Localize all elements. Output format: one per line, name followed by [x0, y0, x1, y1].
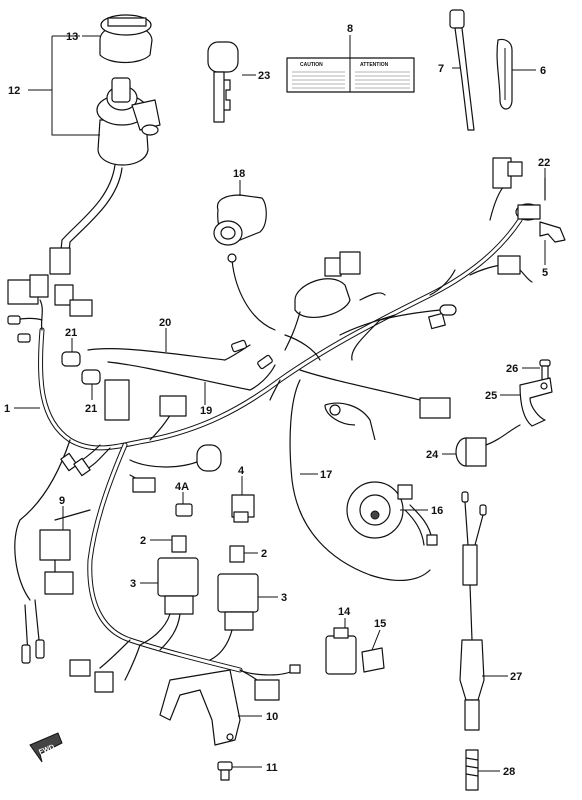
callout-18: 18 — [233, 168, 245, 180]
caution-label-text: CAUTION — [300, 62, 323, 68]
callout-8: 8 — [347, 23, 353, 35]
callout-12: 12 — [8, 85, 20, 97]
callout-10: 10 — [266, 711, 278, 723]
callout-21-lower: 21 — [85, 403, 97, 415]
callout-1: 1 — [4, 403, 10, 415]
callout-24: 24 — [426, 449, 439, 461]
callout-27: 27 — [510, 671, 522, 683]
callout-3-right: 3 — [281, 592, 287, 604]
relay-connector-assembly — [284, 251, 386, 361]
callout-28: 28 — [503, 766, 515, 778]
turn-signal-relay — [39, 529, 74, 595]
horn — [324, 402, 438, 546]
connector-cluster — [7, 274, 187, 421]
key — [207, 41, 239, 123]
socket-22 — [515, 177, 546, 221]
fuse-box-left — [139, 557, 199, 651]
diode-upper — [61, 351, 81, 367]
callout-14: 14 — [338, 606, 351, 618]
callout-13: 13 — [66, 31, 78, 43]
socket-24 — [455, 424, 521, 467]
bracket-25 — [519, 377, 553, 427]
callout-20: 20 — [159, 317, 171, 329]
callout-19: 19 — [200, 405, 212, 417]
fuse-4a — [175, 503, 193, 517]
callout-15: 15 — [374, 618, 386, 630]
high-tension-cord — [459, 491, 487, 731]
callout-2-right: 2 — [261, 548, 267, 560]
fuse-box-right — [209, 573, 259, 661]
callout-2-left: 2 — [140, 535, 146, 547]
main-wiring-harness — [14, 157, 533, 701]
callout-26: 26 — [506, 363, 518, 375]
bolt-11 — [217, 761, 233, 781]
diode-lower — [81, 369, 101, 385]
callout-5: 5 — [542, 267, 548, 279]
starter-relay — [231, 494, 255, 523]
lead-wire-20 — [87, 339, 251, 361]
callout-7: 7 — [438, 63, 444, 75]
caution-labels: CAUTION ATTENTION — [286, 57, 415, 93]
bracket-10 — [159, 669, 241, 746]
coupler-14 — [325, 627, 357, 675]
plug-cap-28 — [465, 749, 479, 791]
fuse-right — [229, 545, 245, 563]
callout-6: 6 — [540, 65, 546, 77]
fuse-left — [171, 535, 187, 553]
bolt-26 — [539, 359, 551, 381]
callout-21-upper: 21 — [65, 327, 77, 339]
callout-4: 4 — [238, 465, 245, 477]
callout-16: 16 — [431, 505, 443, 517]
callout-25: 25 — [485, 390, 497, 402]
wire-clamp — [496, 38, 513, 110]
handlebar-switch — [213, 194, 276, 331]
attention-label-text: ATTENTION — [360, 62, 389, 68]
callout-17: 17 — [320, 469, 332, 481]
ignition-switch — [49, 14, 161, 275]
callout-22: 22 — [538, 157, 550, 169]
cable-tie — [449, 9, 475, 131]
lead-wire-19 — [107, 354, 276, 391]
callout-numbers: 13 12 23 8 7 6 18 22 5 20 21 21 1 19 26 … — [4, 23, 550, 778]
horn-lead-wire — [351, 319, 381, 361]
callout-9: 9 — [59, 495, 65, 507]
callout-leaders — [14, 35, 546, 772]
callout-4a: 4A — [175, 481, 189, 493]
callout-3-left: 3 — [130, 578, 136, 590]
clamp-5 — [539, 221, 566, 243]
callout-23: 23 — [258, 70, 270, 82]
forward-direction-arrow: FWD — [29, 732, 63, 763]
cover-15 — [361, 647, 385, 673]
callout-11: 11 — [266, 762, 278, 774]
